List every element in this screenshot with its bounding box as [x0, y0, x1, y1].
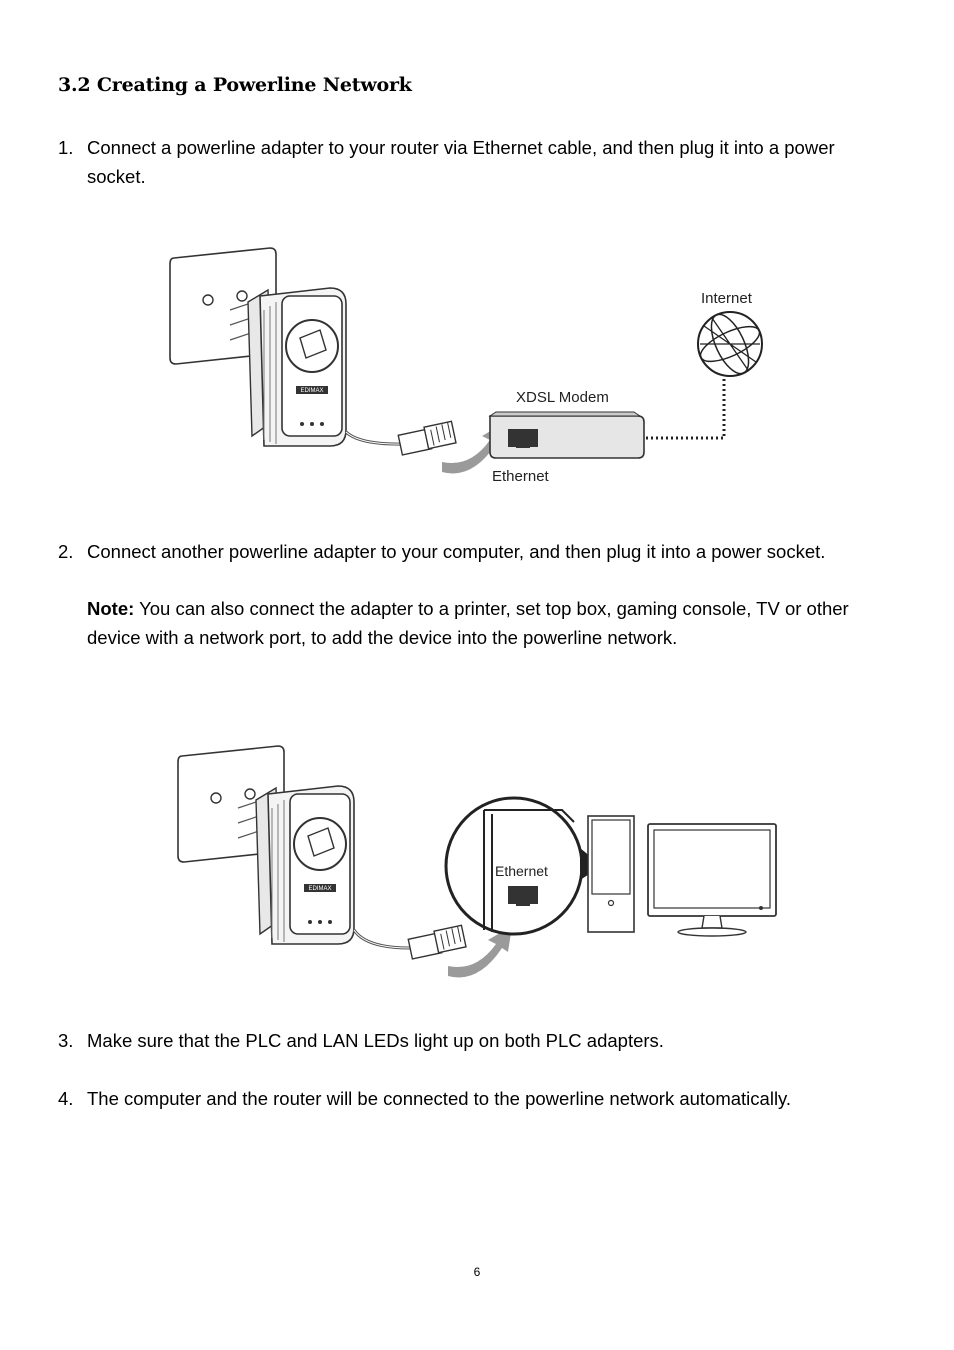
step-text: Make sure that the PLC and LAN LEDs ligh… [87, 1030, 664, 1051]
rj45-plug-icon [407, 924, 467, 960]
step-4: 4. The computer and the router will be c… [58, 1084, 918, 1113]
figure-adapter-to-modem: EDIMAX XDSL Modem Ethernet Internet [169, 247, 763, 485]
step-2: 2. Connect another powerline adapter to … [58, 537, 898, 652]
step-number: 4. [58, 1088, 74, 1109]
adapter-brand-text: EDIMAX [308, 886, 331, 892]
note-text: You can also connect the adapter to a pr… [87, 598, 849, 648]
rj45-plug-icon [397, 420, 457, 456]
step-number: 2. [58, 541, 74, 562]
computer-tower-icon [587, 815, 635, 933]
connect-arrow-icon [448, 926, 512, 978]
globe-icon [697, 311, 763, 377]
step-3: 3. Make sure that the PLC and LAN LEDs l… [58, 1026, 898, 1055]
adapter-brand-text: EDIMAX [300, 388, 323, 394]
note-label: Note: [87, 598, 135, 619]
step-text: Connect another powerline adapter to you… [87, 541, 826, 562]
note-paragraph: Note: You can also connect the adapter t… [87, 594, 898, 652]
step-1: 1. Connect a powerline adapter to your r… [58, 133, 898, 191]
step-text: Connect a powerline adapter to your rout… [87, 137, 835, 187]
section-heading: 3.2 Creating a Powerline Network [58, 74, 412, 96]
step-number: 3. [58, 1030, 74, 1051]
powerline-adapter-illustration: EDIMAX [255, 785, 355, 945]
ethernet-label: Ethernet [492, 468, 550, 485]
figure-adapter-to-computer: EDIMAX Ethernet [177, 745, 777, 978]
page-number: 6 [473, 1265, 481, 1279]
step-number: 1. [58, 137, 74, 158]
xdsl-modem-illustration [488, 411, 645, 459]
powerline-adapter-illustration: EDIMAX [247, 287, 347, 447]
magnified-port-callout [444, 796, 602, 936]
internet-link [646, 376, 726, 440]
internet-label: Internet [701, 290, 753, 307]
step-text: The computer and the router will be conn… [87, 1088, 792, 1109]
ethernet-label: Ethernet [495, 863, 548, 879]
monitor-icon [647, 823, 777, 937]
modem-label: XDSL Modem [516, 389, 609, 406]
